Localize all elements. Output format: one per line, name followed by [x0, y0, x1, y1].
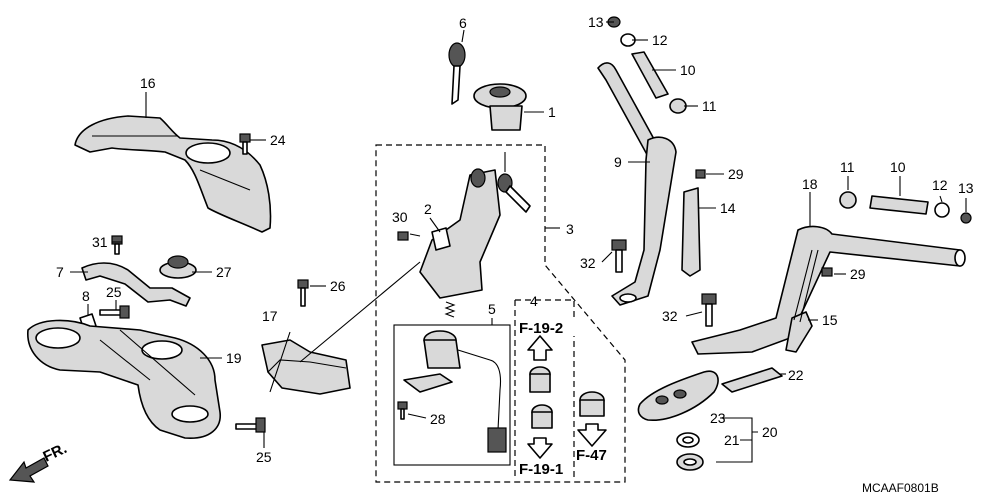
weight-10-upper: [631, 51, 669, 99]
bolt-32-lower: [701, 293, 717, 327]
leader-lines: [70, 21, 967, 448]
pad-22: [721, 367, 783, 393]
callout-32-lower: 32: [662, 308, 678, 324]
callout-29-lower: 29: [850, 266, 866, 282]
cap-13-lower: [960, 212, 972, 224]
callout-11-lower: 11: [840, 159, 855, 175]
leader-17: [269, 261, 421, 393]
bracket-14: [681, 187, 701, 277]
callout-5: 5: [488, 301, 496, 317]
arrow-up-f19-2: [527, 335, 553, 361]
callout-27: 27: [216, 264, 232, 280]
switch-barrel-lower: [531, 404, 553, 429]
weight-10-lower: [869, 195, 929, 215]
key-fob-23: [637, 370, 719, 421]
callout-13-upper: 13: [588, 14, 604, 30]
spring: [444, 301, 456, 318]
front-direction-arrow: [8, 457, 49, 483]
collar-12-lower: [934, 202, 950, 218]
callout-11-upper: 11: [702, 98, 717, 114]
top-cover-part: [74, 115, 272, 233]
ref-box-f19-2: [519, 318, 575, 336]
weight-11-upper: [669, 98, 687, 114]
ignition-switch-assembly: [397, 152, 531, 299]
right-handlebar-18: [691, 225, 966, 355]
ignition-lock-5: [423, 330, 507, 453]
callout-17: 17: [262, 308, 278, 324]
key-6: [448, 42, 466, 105]
callout-31: 31: [92, 234, 108, 250]
bolt-31: [111, 235, 123, 255]
switch-plate: [403, 373, 453, 393]
ring-20: [676, 453, 704, 471]
callout-3: 3: [566, 221, 574, 237]
sub-assembly-5-box: [393, 324, 511, 466]
sub-assembly-boundary: [514, 299, 575, 480]
bolt-25-upper: [99, 305, 130, 319]
callout-13-lower: 13: [958, 180, 974, 196]
callout-30: 30: [392, 209, 408, 225]
bracket-17: [261, 339, 351, 395]
bolt-29-lower: [821, 267, 833, 277]
switch-barrel-f47: [579, 391, 605, 417]
callout-4: 4: [530, 293, 538, 309]
callout-26: 26: [330, 278, 346, 294]
top-bridge-part: [27, 319, 221, 439]
arrow-down-f19-1: [527, 437, 553, 459]
left-handlebar-9: [597, 62, 677, 306]
assembly-boundary: [375, 144, 626, 483]
callout-25-upper: 25: [106, 284, 122, 300]
ref-f47: F-47: [576, 447, 607, 464]
front-direction-label: FR.: [41, 440, 70, 466]
bolt-32-upper: [611, 239, 627, 273]
wire-stay-part: [81, 262, 191, 307]
callout-19: 19: [226, 350, 242, 366]
callout-24: 24: [270, 132, 286, 148]
callout-23: 23: [710, 410, 726, 426]
bolt-24: [239, 133, 251, 155]
callout-14: 14: [720, 200, 736, 216]
bolt-25-lower: [235, 417, 266, 433]
leader-20-bracket: [716, 417, 758, 463]
ignition-cover-1: [473, 83, 527, 131]
diagram-code: MCAAF0801B: [862, 481, 939, 495]
switch-barrel: [529, 366, 551, 393]
callout-20: 20: [762, 424, 778, 440]
callout-10-lower: 10: [890, 159, 906, 175]
ring-21: [676, 432, 700, 448]
callout-18: 18: [802, 176, 818, 192]
nut-27: [159, 255, 197, 279]
callout-32-upper: 32: [580, 255, 596, 271]
bolt-29-upper: [695, 169, 706, 179]
callout-25-lower: 25: [256, 449, 272, 465]
callout-2: 2: [424, 201, 432, 217]
callout-1: 1: [548, 104, 556, 120]
weight-11-lower: [839, 191, 857, 209]
callout-12-upper: 12: [652, 32, 668, 48]
callout-22: 22: [788, 367, 804, 383]
arrow-down-f47: [577, 423, 607, 447]
wire-harness: [793, 249, 819, 323]
callout-6: 6: [459, 15, 467, 31]
callout-8: 8: [82, 288, 90, 304]
callout-29-upper: 29: [728, 166, 744, 182]
callout-28: 28: [430, 411, 446, 427]
callout-9: 9: [614, 154, 622, 170]
callout-16: 16: [140, 75, 156, 91]
ref-f19-2: F-19-2: [519, 320, 563, 337]
screw-28: [397, 401, 408, 420]
bolt-26: [297, 279, 309, 307]
ref-f19-1: F-19-1: [519, 461, 563, 478]
callout-labels: 6 1 2 30 3 4 5 28 13 12 10 11 9 29 14 32…: [41, 14, 974, 495]
callout-15: 15: [822, 312, 838, 328]
callout-12-lower: 12: [932, 177, 948, 193]
callout-10-upper: 10: [680, 62, 696, 78]
bracket-15: [785, 311, 813, 353]
callout-7: 7: [56, 264, 64, 280]
callout-21: 21: [724, 432, 740, 448]
